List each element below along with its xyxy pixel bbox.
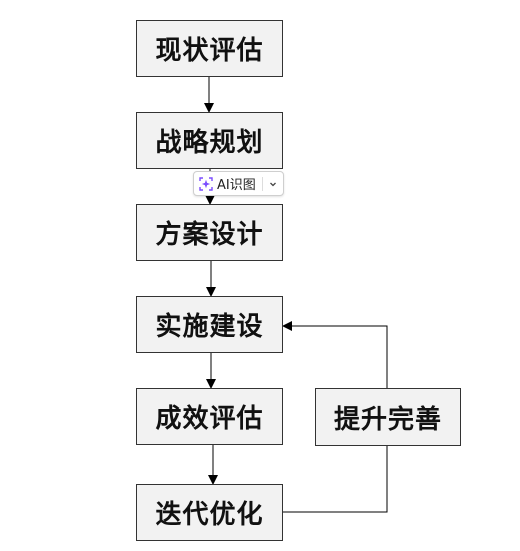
step-box-implementation: 实施建设 — [136, 296, 283, 353]
chip-divider — [261, 176, 263, 191]
connector-s6-to-s7 — [283, 446, 388, 513]
step-label: 方案设计 — [155, 220, 264, 250]
ai-image-recognition-button[interactable]: AI识图 — [193, 171, 284, 196]
step-box-effectiveness-evaluation: 成效评估 — [136, 388, 283, 445]
step-box-improvement: 提升完善 — [315, 388, 461, 446]
step-label: 提升完善 — [333, 404, 442, 435]
ai-sparkle-icon — [199, 176, 213, 191]
step-label: 战略规划 — [155, 128, 264, 158]
step-box-solution-design: 方案设计 — [136, 204, 283, 261]
ai-chip-label: AI识图 — [217, 178, 256, 193]
step-box-strategic-planning: 战略规划 — [136, 112, 283, 169]
arrow-s7-to-s4 — [282, 321, 388, 388]
step-label: 实施建设 — [155, 312, 264, 342]
step-box-iterative-optimization: 迭代优化 — [136, 484, 283, 541]
step-label: 迭代优化 — [155, 500, 264, 530]
step-label: 成效评估 — [155, 404, 264, 434]
chevron-down-icon[interactable] — [268, 179, 278, 189]
step-label: 现状评估 — [155, 36, 264, 66]
step-box-current-assessment: 现状评估 — [136, 20, 283, 77]
